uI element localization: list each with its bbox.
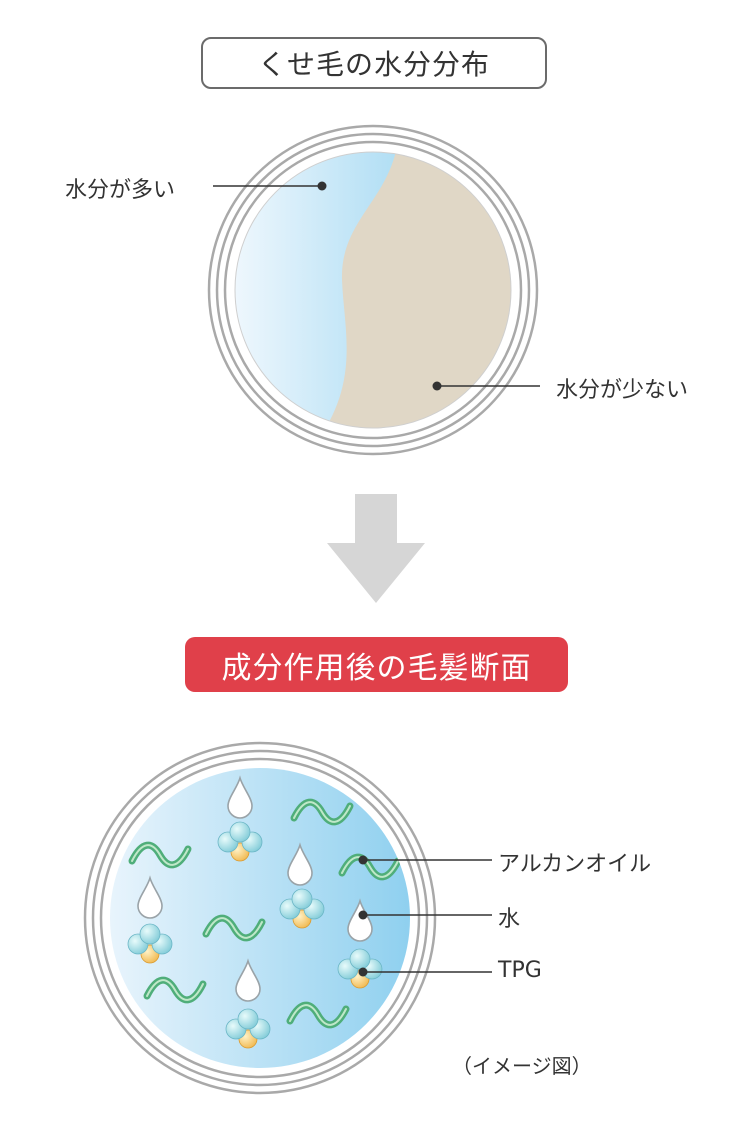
top-title: くせ毛の水分分布 xyxy=(201,37,547,89)
top-hair-cross-section xyxy=(207,124,539,456)
water-dot xyxy=(358,910,368,920)
legend-water: 水 xyxy=(498,907,521,932)
label-little-water: 水分が少ない xyxy=(556,378,689,403)
bottom-hair-cross-section xyxy=(83,741,437,1095)
little-water-dot xyxy=(432,381,442,391)
alkane-oil-dot xyxy=(358,855,368,865)
label-much-water: 水分が多い xyxy=(65,178,176,203)
dry-region xyxy=(318,152,511,428)
top-leaders xyxy=(213,181,540,391)
legend-tpg: TPG xyxy=(498,958,542,983)
note-image-figure: （イメージ図） xyxy=(452,1054,592,1078)
legend-alkane-oil: アルカンオイル xyxy=(498,852,652,877)
down-arrow xyxy=(327,494,425,603)
bottom-title: 成分作用後の毛髪断面 xyxy=(185,637,568,692)
much-water-dot xyxy=(317,181,327,191)
bottom-leaders xyxy=(358,855,492,977)
tpg-dot xyxy=(358,967,368,977)
